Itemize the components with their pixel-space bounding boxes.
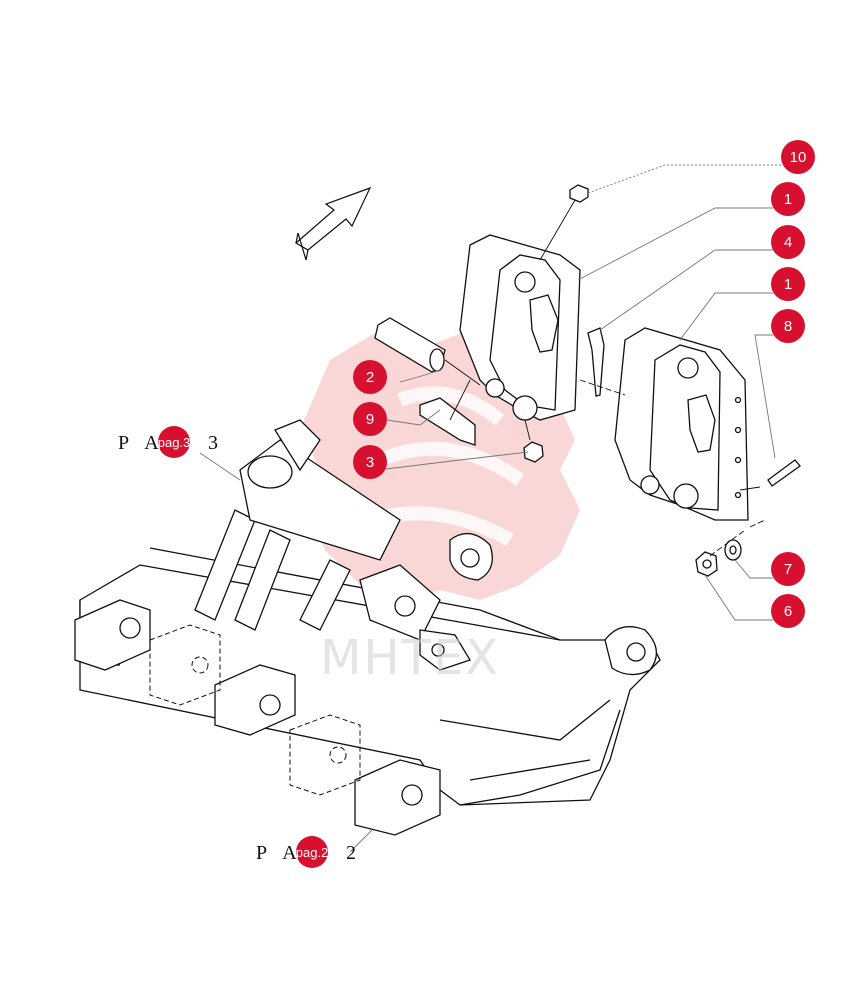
direction-arrow-icon	[294, 186, 372, 261]
assembly-lines	[444, 199, 766, 557]
callout-4[interactable]: 4	[771, 225, 805, 259]
cylinder-assembly	[194, 419, 471, 671]
callout-8[interactable]: 8	[771, 309, 805, 343]
reference-suffix: 2	[346, 842, 362, 864]
page-reference-3: P A	[118, 432, 165, 455]
callout-1-top[interactable]: 1	[771, 182, 805, 216]
leader-lines	[199, 164, 783, 853]
page-link-pag3[interactable]: pag.3	[158, 426, 190, 458]
callout-7[interactable]: 7	[771, 552, 805, 586]
bracket-plate-right	[614, 327, 749, 521]
callout-2[interactable]: 2	[353, 360, 387, 394]
lower-frame	[79, 547, 661, 806]
callout-3[interactable]: 3	[353, 445, 387, 479]
frame-lugs	[74, 533, 657, 836]
bracket-plate-left	[459, 234, 581, 421]
page-reference-2-number: 2	[346, 842, 362, 865]
reference-suffix: 3	[208, 432, 224, 454]
reference-prefix: P A	[118, 432, 165, 454]
callout-9[interactable]: 9	[353, 402, 387, 436]
page-link-pag2[interactable]: pag.2	[296, 836, 328, 868]
callout-10[interactable]: 10	[781, 140, 815, 174]
page-reference-3-number: 3	[208, 432, 224, 455]
page-reference-2: P A	[256, 842, 303, 865]
callout-1-bottom[interactable]: 1	[771, 267, 805, 301]
small-parts	[374, 184, 801, 577]
hidden-lugs	[149, 624, 361, 796]
watermark-text: MHTEX	[320, 630, 501, 686]
callout-6[interactable]: 6	[771, 594, 805, 628]
reference-prefix: P A	[256, 842, 303, 864]
